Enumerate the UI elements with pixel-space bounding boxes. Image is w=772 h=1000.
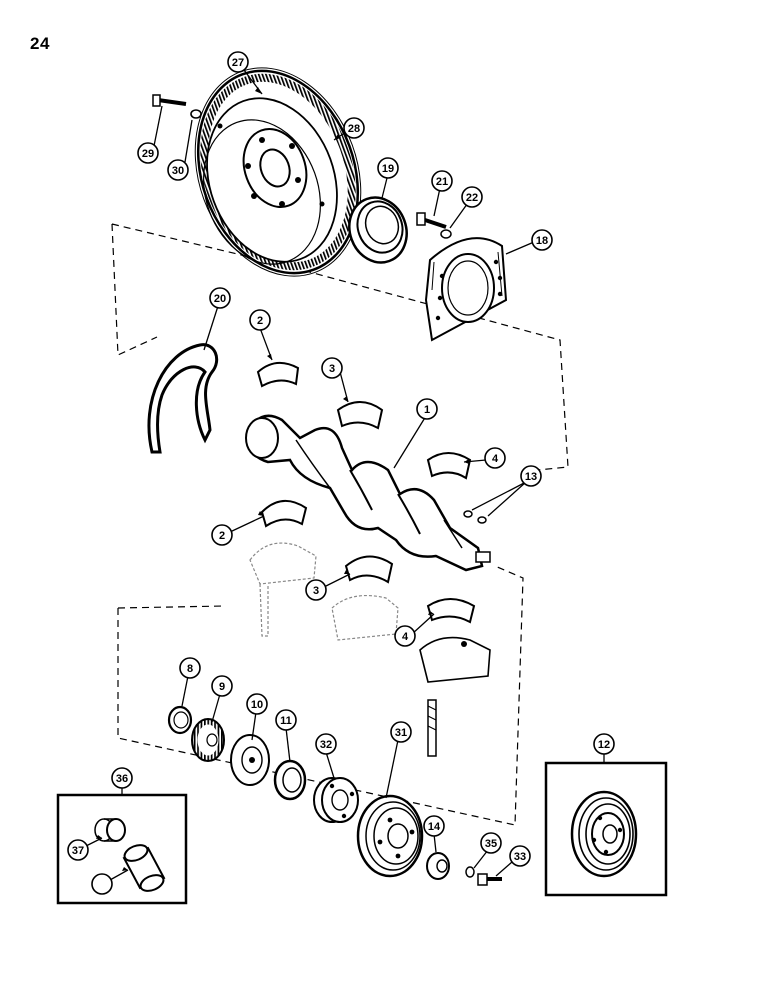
upper-bearing-front <box>256 361 300 388</box>
callout-4-upper: 4 <box>484 447 506 469</box>
svg-text:33: 33 <box>514 851 526 863</box>
svg-text:9: 9 <box>219 681 225 693</box>
callout-10: 10 <box>246 693 268 715</box>
svg-text:27: 27 <box>232 57 244 69</box>
svg-text:8: 8 <box>187 663 193 675</box>
pulley-nut <box>426 852 450 880</box>
svg-text:28: 28 <box>348 123 360 135</box>
hub <box>313 777 359 823</box>
callout-14: 14 <box>423 815 445 837</box>
main-bearing-cap-front <box>249 542 317 637</box>
seal-sleeve <box>94 818 126 842</box>
callout-13: 13 <box>520 465 542 487</box>
lower-bearing-center <box>344 555 394 584</box>
page-number: 24 <box>30 34 50 53</box>
leader-lines <box>85 69 605 881</box>
svg-text:30: 30 <box>172 165 184 177</box>
retainer-bolt <box>416 212 447 229</box>
pulley-bolt <box>477 873 502 886</box>
svg-text:3: 3 <box>313 585 319 597</box>
callout-37 <box>91 873 113 895</box>
svg-text:14: 14 <box>428 821 441 833</box>
callout-21: 21 <box>431 170 453 192</box>
callout-30: 31 <box>390 721 412 743</box>
flywheel-washer <box>190 109 202 119</box>
callout-4-lower: 4 <box>394 625 416 647</box>
svg-text:1: 1 <box>424 404 430 416</box>
callout-19: 19 <box>377 157 399 179</box>
callout-8: 8 <box>179 657 201 679</box>
front-oil-seal <box>273 759 307 801</box>
callout-35: 36 <box>111 767 133 789</box>
callout-22: 22 <box>461 186 483 208</box>
rear-oil-seal <box>348 196 408 264</box>
dowel-pins <box>463 510 487 524</box>
callout-36: 37 <box>67 839 89 861</box>
callout-31: 32 <box>315 733 337 755</box>
upper-group-dashed-outline <box>111 223 569 473</box>
callout-20: 20 <box>209 287 231 309</box>
callout-3-upper: 3 <box>321 357 343 379</box>
svg-text:3: 3 <box>329 363 335 375</box>
callout-1: 1 <box>416 398 438 420</box>
svg-text:36: 36 <box>116 773 128 785</box>
flywheel-bolt <box>152 94 187 107</box>
sleeve-installer <box>122 844 166 892</box>
callout-9: 9 <box>211 675 233 697</box>
pulley <box>356 794 424 878</box>
lower-bearing-front <box>260 500 308 528</box>
svg-text:35: 35 <box>485 838 497 850</box>
callout-27: 28 <box>343 117 365 139</box>
svg-text:10: 10 <box>251 699 263 711</box>
damper-pulley <box>570 790 638 878</box>
svg-text:20: 20 <box>214 293 226 305</box>
svg-text:21: 21 <box>436 176 448 188</box>
crankshaft-gear <box>191 718 225 762</box>
svg-text:22: 22 <box>466 192 478 204</box>
callout-2-lower: 2 <box>211 524 233 546</box>
svg-text:19: 19 <box>382 163 394 175</box>
seal-retainer <box>424 237 508 342</box>
svg-text:12: 12 <box>598 739 610 751</box>
svg-text:31: 31 <box>395 727 407 739</box>
callout-2-upper: 2 <box>249 309 271 331</box>
callout-26: 27 <box>227 51 249 73</box>
cap-bolt <box>427 699 437 757</box>
callout-3-lower: 3 <box>305 579 327 601</box>
svg-text:37: 37 <box>72 845 84 857</box>
retainer-washer <box>440 229 452 239</box>
svg-text:29: 29 <box>142 148 154 160</box>
svg-text:4: 4 <box>402 631 409 643</box>
callout-18: 18 <box>531 229 553 251</box>
svg-text:11: 11 <box>280 715 292 727</box>
lower-bearing-rear <box>426 598 476 624</box>
retainer-gasket <box>147 343 219 454</box>
callout-11: 11 <box>275 709 297 731</box>
svg-text:18: 18 <box>536 235 548 247</box>
callout-28: 29 <box>137 142 159 164</box>
svg-text:13: 13 <box>525 471 537 483</box>
oil-slinger <box>230 734 270 786</box>
svg-text:4: 4 <box>492 453 499 465</box>
callout-12: 12 <box>593 733 615 755</box>
svg-text:2: 2 <box>219 530 225 542</box>
flywheel <box>196 69 360 275</box>
callout-33: 35 <box>480 832 502 854</box>
main-bearing-cap-center <box>331 595 399 641</box>
lower-group-dashed-outline <box>117 565 524 826</box>
main-bearing-cap-rear <box>419 636 491 683</box>
callout-32: 33 <box>509 845 531 867</box>
callout-29: 30 <box>167 159 189 181</box>
upper-bearing-rear <box>426 452 472 480</box>
crankshaft <box>245 414 491 572</box>
svg-text:2: 2 <box>257 315 263 327</box>
pulley-washer <box>465 866 475 878</box>
svg-text:32: 32 <box>320 739 332 751</box>
upper-bearing-center <box>336 401 384 430</box>
leader-arrowheads <box>96 87 469 871</box>
front-spacer <box>167 705 193 735</box>
